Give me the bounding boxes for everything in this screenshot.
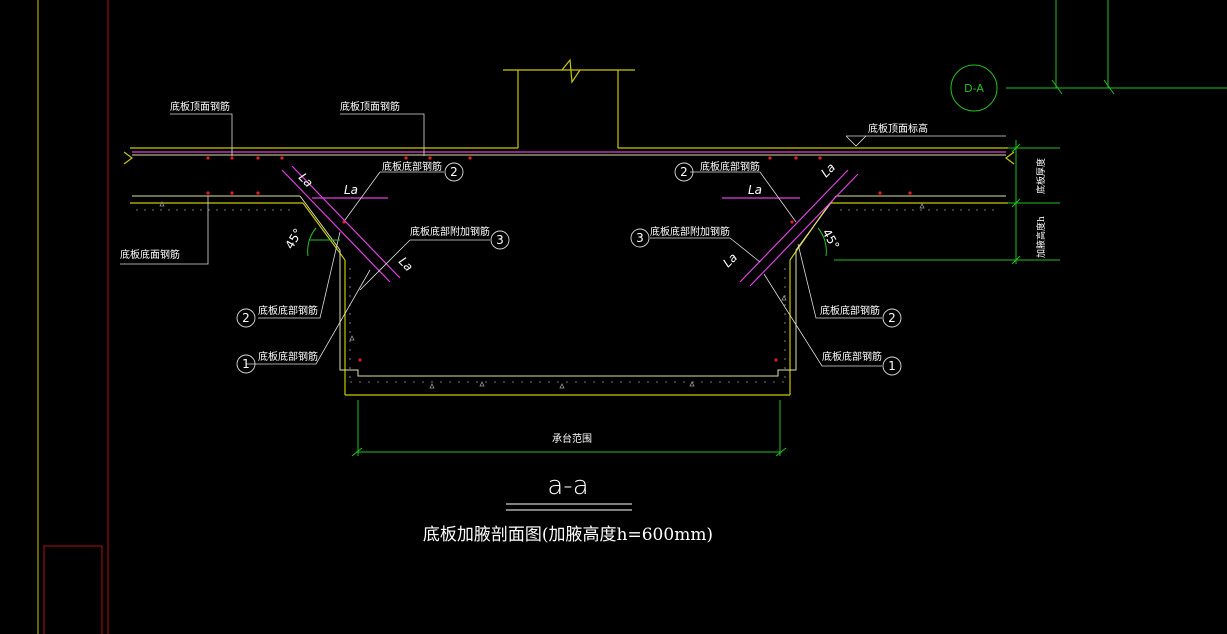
label-top-face-bar-1: 底板顶面钢筋 xyxy=(170,100,230,113)
label-bottom-bar-1-left-low: 底板底部钢筋 xyxy=(258,350,318,363)
rebar-dots xyxy=(206,156,912,362)
viewport-frame xyxy=(37,0,109,634)
la-label-right-low: La xyxy=(720,250,740,270)
section-mark: a-a xyxy=(547,471,588,501)
slab-outline xyxy=(123,147,1015,396)
label-extra-bar-3-left: 底板底部附加钢筋 xyxy=(410,225,490,238)
la-label-left-low: La xyxy=(396,254,416,274)
label-slab-top-elevation: 底板顶面标高 xyxy=(868,122,928,135)
la-label-left-mid: La xyxy=(344,183,358,197)
label-bottom-bar-2-right: 底板底部钢筋 xyxy=(700,160,760,173)
wall-above xyxy=(503,58,635,148)
label-slab-thickness: 底板厚度 xyxy=(1035,158,1047,194)
angle-label-left: 45° xyxy=(282,226,305,251)
label-bottom-bar-2-left: 底板底部钢筋 xyxy=(382,160,442,173)
concrete-hatch xyxy=(136,201,1000,389)
label-cap-range: 承台范围 xyxy=(552,432,592,445)
label-bottom-bar-2-left-low: 底板底部钢筋 xyxy=(258,304,318,317)
rebar-lines xyxy=(132,154,1006,377)
drawing-title: 底板加腋剖面图(加腋高度h=600mm) xyxy=(423,525,713,545)
callout-2-b: 2 xyxy=(242,311,250,325)
callout-1-a: 1 xyxy=(242,357,250,371)
la-label-right-top: La xyxy=(818,160,838,180)
label-bottom-bar-2-right-low: 底板底部钢筋 xyxy=(820,304,880,317)
grid-axis xyxy=(950,0,1227,112)
la-label-right-mid: La xyxy=(748,183,762,197)
callout-3-b: 3 xyxy=(636,231,644,245)
label-top-face-bar-2: 底板顶面钢筋 xyxy=(340,100,400,113)
dimensions xyxy=(307,140,1060,457)
callout-3-a: 3 xyxy=(496,233,504,247)
label-bottom-bar-1-right-low: 底板底部钢筋 xyxy=(822,350,882,363)
label-extra-bar-3-right: 底板底部附加钢筋 xyxy=(650,225,730,238)
elevation-mark xyxy=(845,135,867,147)
magenta-marks xyxy=(132,151,1006,287)
label-bottom-face-bar-left: 底板底面钢筋 xyxy=(120,248,180,261)
callout-2-d: 2 xyxy=(888,311,896,325)
callout-1-b: 1 xyxy=(888,359,896,373)
callout-2-c: 2 xyxy=(680,165,688,179)
axis-bubble-label: D-A xyxy=(964,82,984,95)
angle-label-right: 45° xyxy=(819,227,842,252)
axis-bubble-circle xyxy=(950,64,998,112)
label-haunch-height: 加腋高度h xyxy=(1035,216,1047,258)
callout-circles xyxy=(236,162,902,376)
callout-2-a: 2 xyxy=(450,165,458,179)
leader-lines xyxy=(120,113,1006,367)
